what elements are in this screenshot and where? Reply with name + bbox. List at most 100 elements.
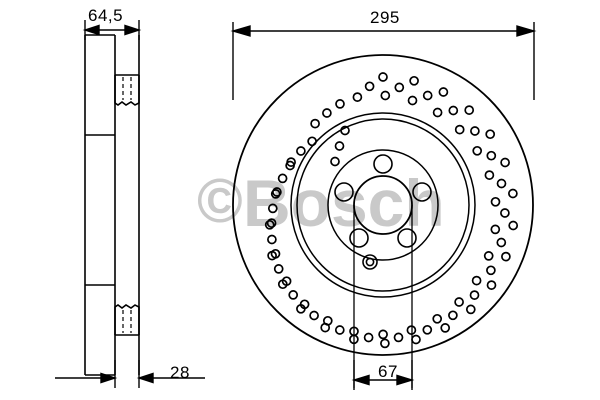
drilled-hole xyxy=(484,170,495,180)
dimension-label-overall-width: 64,5 xyxy=(88,6,124,25)
drilled-hole xyxy=(508,220,519,231)
drilled-hole xyxy=(378,72,388,82)
hat-inner-circle xyxy=(296,118,470,292)
drilled-hole xyxy=(264,219,275,230)
drilled-hole xyxy=(349,326,359,337)
dimension-disc-thickness xyxy=(55,360,205,388)
drilled-hole xyxy=(335,99,345,109)
dim-645-arrow-left xyxy=(82,24,100,36)
drilled-hole xyxy=(266,218,277,228)
drilled-hole xyxy=(406,325,417,335)
drilled-hole xyxy=(490,224,501,235)
drilled-hole xyxy=(454,297,464,307)
drilled-hole xyxy=(340,125,350,136)
dim-645-arrow-right xyxy=(124,24,142,36)
drilled-hole xyxy=(322,315,333,326)
watermark-text: Bosch xyxy=(243,166,445,240)
side-bottom-vent-pocket xyxy=(114,304,140,335)
drilled-hole xyxy=(471,275,482,286)
dim-295-arrow-left xyxy=(230,25,251,37)
bolt-hole xyxy=(334,182,354,202)
bolt-hole xyxy=(412,182,432,202)
drilled-hole xyxy=(272,187,282,197)
hub-circle xyxy=(327,149,439,261)
drilled-hole-field xyxy=(264,72,519,349)
drilled-hole xyxy=(500,208,510,218)
drilled-hole xyxy=(486,150,497,161)
drilled-hole xyxy=(310,118,320,129)
drilled-hole xyxy=(393,332,404,343)
dim-295-arrow-right xyxy=(516,25,537,37)
dim-28-arrow-right xyxy=(136,372,154,384)
drilled-hole xyxy=(472,145,483,156)
drilled-hole xyxy=(486,280,497,290)
drilled-hole xyxy=(409,75,419,86)
drilled-hole xyxy=(364,81,375,92)
bolt-hole xyxy=(349,228,369,248)
drilled-hole xyxy=(508,188,518,199)
drilled-hole xyxy=(330,156,340,167)
drilled-hole xyxy=(307,136,317,147)
drilled-hole xyxy=(380,90,391,101)
hat-outer-circle xyxy=(290,112,476,298)
drilled-hole xyxy=(485,129,496,140)
drilled-hole xyxy=(464,105,475,115)
drilled-hole xyxy=(422,90,433,101)
drilled-hole xyxy=(334,325,345,335)
drilled-hole xyxy=(454,124,465,135)
drilled-hole xyxy=(490,196,501,207)
side-top-vent-pocket xyxy=(114,75,140,106)
drilled-hole xyxy=(281,276,292,287)
drilled-hole xyxy=(273,264,284,274)
drilled-hole xyxy=(334,141,345,151)
dimension-overall-width xyxy=(82,20,142,40)
drilled-hole xyxy=(288,290,299,300)
drilled-hole xyxy=(363,332,374,343)
drilled-hole xyxy=(448,105,459,116)
drilled-hole xyxy=(277,173,288,184)
drilled-hole xyxy=(394,82,405,93)
drilled-hole xyxy=(465,304,476,315)
drilled-hole xyxy=(352,92,363,102)
dimension-center-bore xyxy=(351,360,415,390)
drilled-hole xyxy=(270,248,281,259)
drilled-hole xyxy=(483,251,494,261)
drilled-hole xyxy=(448,310,458,321)
drilled-hole xyxy=(378,329,388,340)
drilled-hole xyxy=(432,313,443,324)
drilled-hole xyxy=(407,95,418,106)
drilled-hole xyxy=(501,251,511,262)
guide-hole-outer xyxy=(362,254,378,270)
drilled-hole xyxy=(322,108,332,118)
guide-hole-inner xyxy=(365,257,375,267)
drilled-hole xyxy=(380,338,390,349)
drilled-hole xyxy=(299,299,310,310)
drilled-hole xyxy=(422,324,433,335)
drilled-hole xyxy=(432,107,443,118)
drilled-hole xyxy=(440,323,451,333)
drilled-hole xyxy=(286,157,296,167)
dim-67-arrow-right xyxy=(396,374,415,386)
dimension-diameter xyxy=(230,22,537,100)
bolt-hole xyxy=(373,154,393,174)
side-section-view xyxy=(84,34,140,376)
drilled-hole xyxy=(500,157,510,168)
drilled-hole xyxy=(470,126,480,136)
front-view xyxy=(232,54,534,388)
dim-28-arrow-left xyxy=(100,372,118,384)
drilled-hole xyxy=(438,87,449,97)
dimension-label-center-bore: 67 xyxy=(378,362,398,381)
drilled-hole xyxy=(267,203,278,214)
drilled-hole xyxy=(496,178,507,189)
drilled-hole xyxy=(296,146,306,156)
dim-67-arrow-left xyxy=(351,374,370,386)
disc-outer-circle xyxy=(232,54,534,356)
bolt-hole xyxy=(397,228,417,248)
dimension-label-diameter: 295 xyxy=(370,8,400,27)
drilled-hole xyxy=(486,265,496,276)
drilled-hole xyxy=(496,237,507,248)
drilled-hole xyxy=(411,334,421,345)
drilled-hole xyxy=(309,310,319,321)
